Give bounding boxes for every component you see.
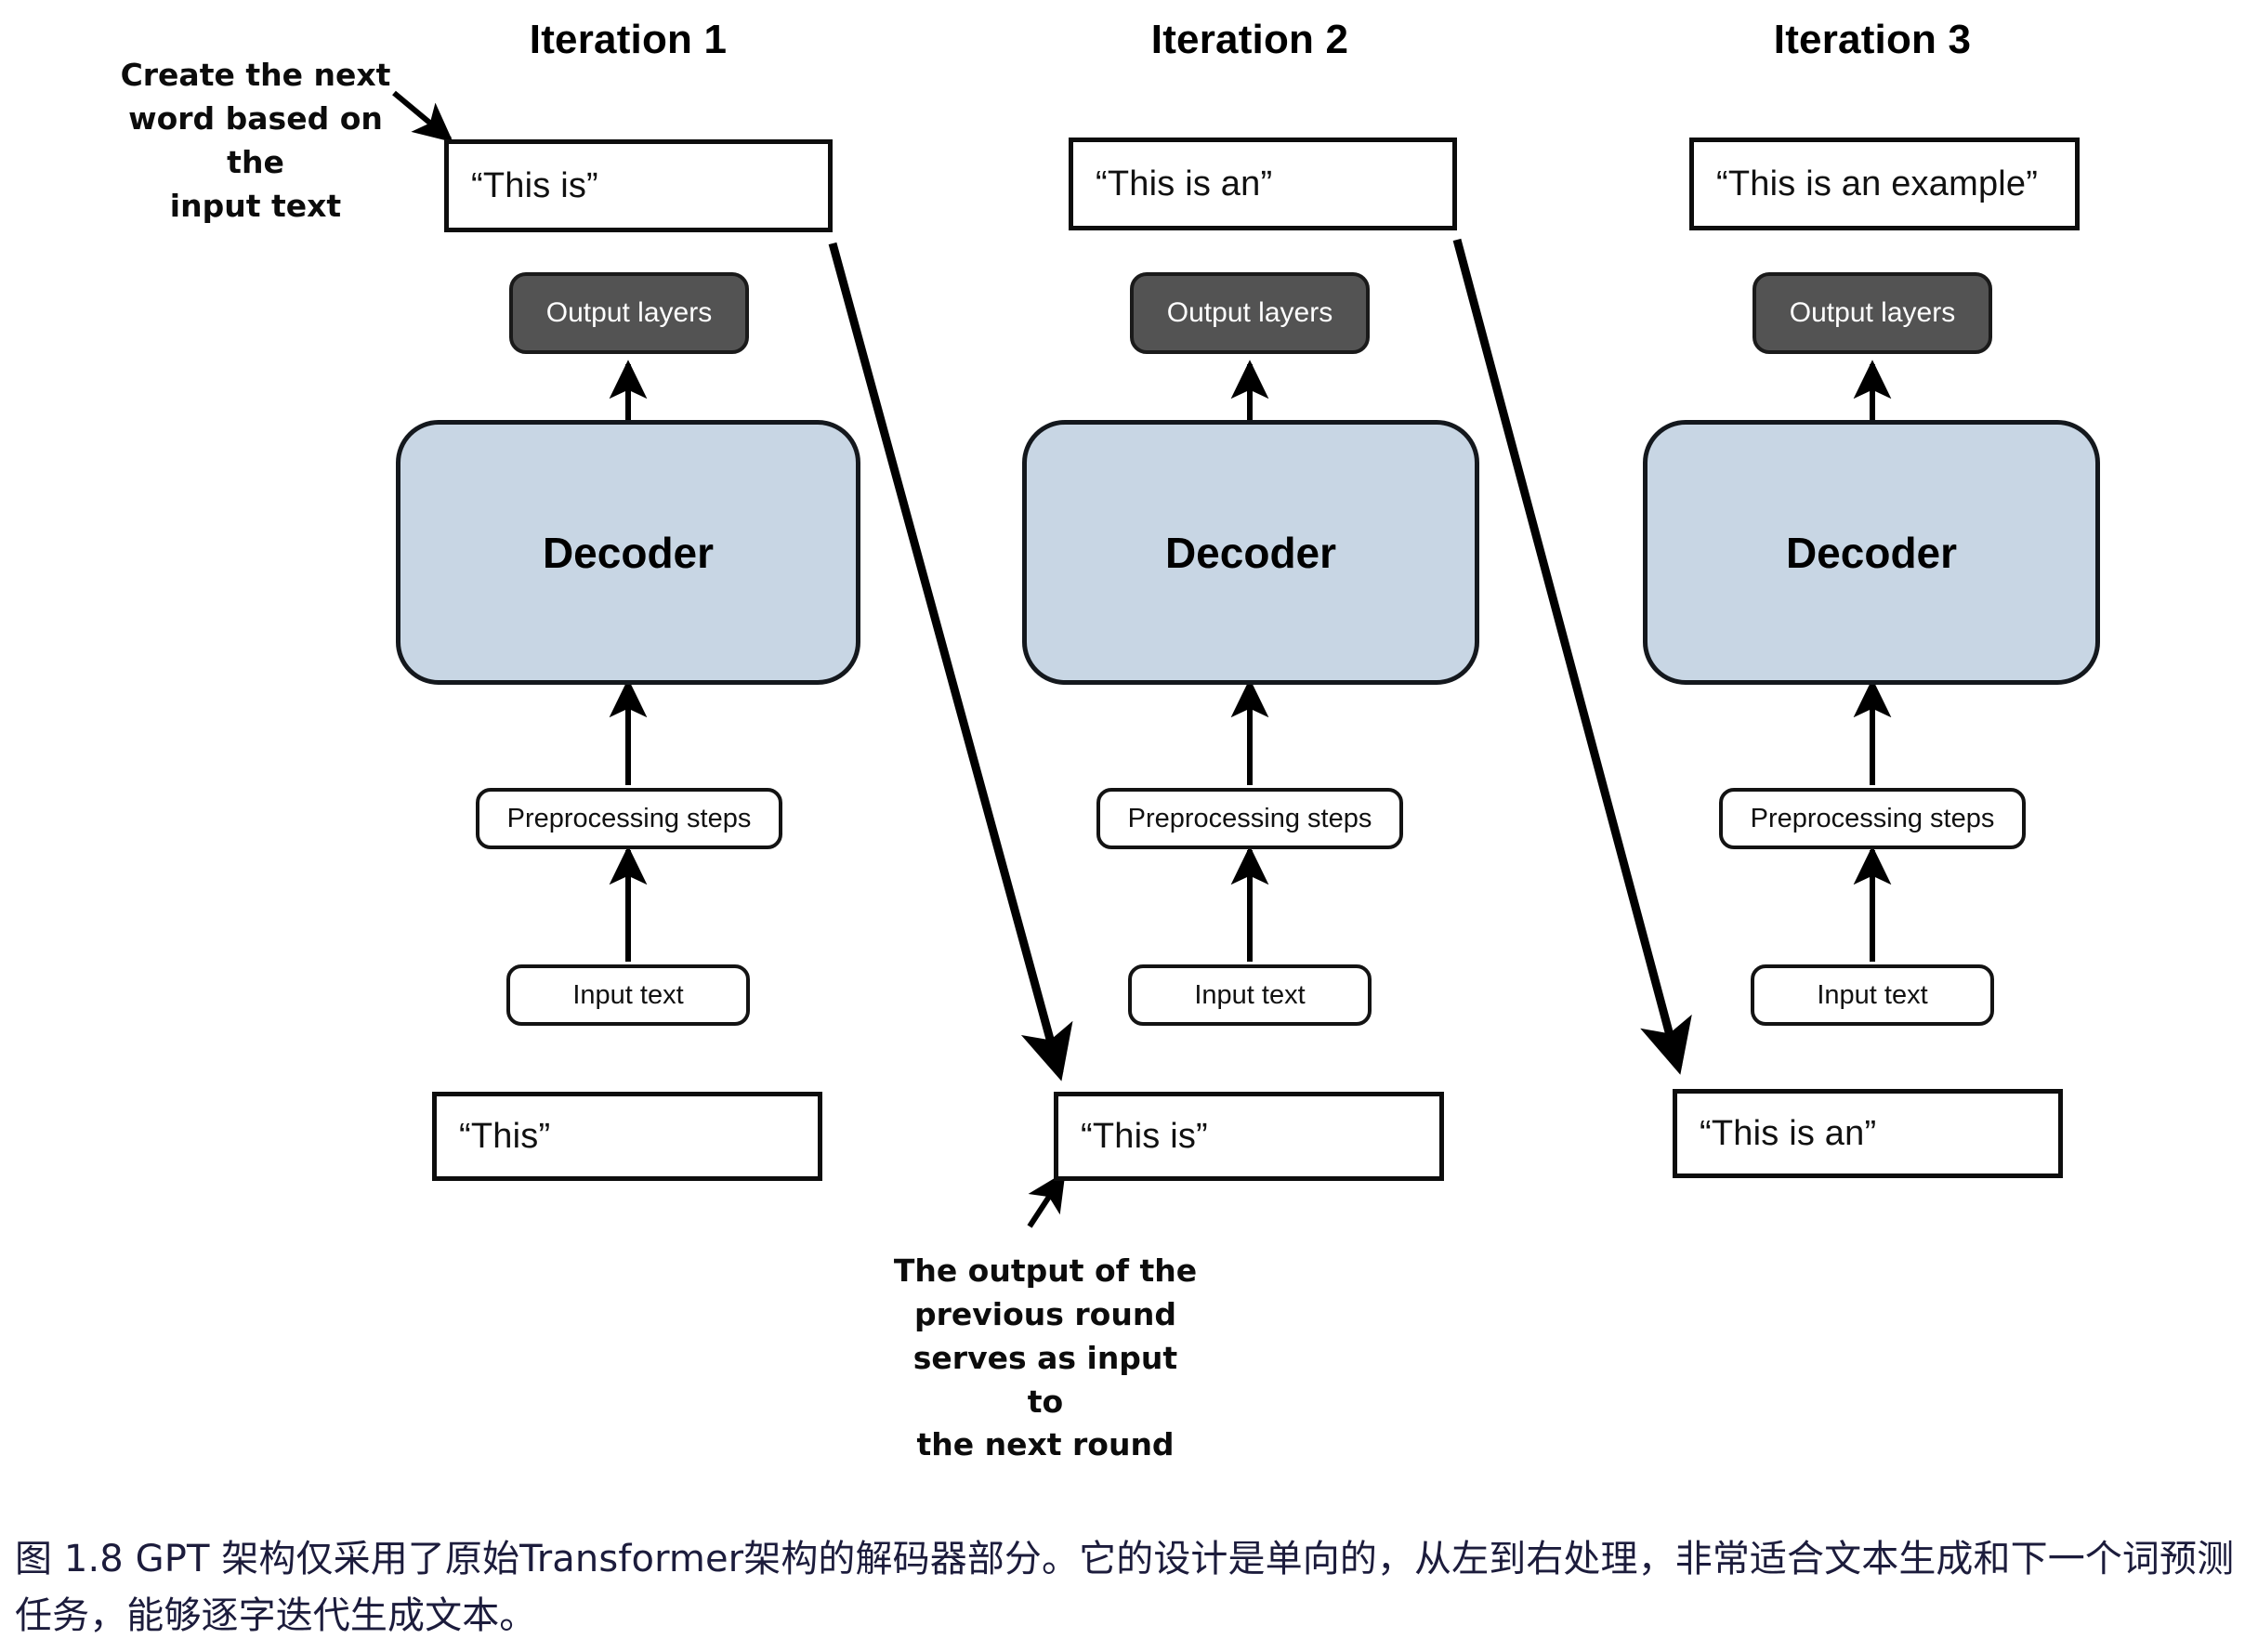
output-sentence-box-1: “This is”: [444, 139, 833, 232]
figure-caption: 图 1.8 GPT 架构仅采用了原始Transformer架构的解码器部分。它的…: [15, 1538, 2235, 1637]
column-title-iteration-2: Iteration 2: [1150, 17, 1349, 62]
callout-output-serves-as-input: The output of the previous round serves …: [893, 1252, 1198, 1463]
preprocessing-steps-box-2: Preprocessing steps: [1096, 788, 1403, 849]
decoder-box-2: Decoder: [1022, 420, 1479, 685]
callout-create-next-word: Create the next word based on the input …: [120, 57, 391, 224]
input-text-box-3: Input text: [1751, 964, 1994, 1026]
arrow-callout-bottom: [1027, 1171, 1066, 1228]
preprocessing-steps-box-3: Preprocessing steps: [1719, 788, 2026, 849]
column-title-iteration-1: Iteration 1: [529, 17, 728, 62]
preprocessing-steps-box-1: Preprocessing steps: [476, 788, 782, 849]
output-layers-box-3: Output layers: [1753, 272, 1992, 354]
decoder-box-3: Decoder: [1643, 420, 2100, 685]
output-sentence-box-3: “This is an example”: [1689, 138, 2080, 230]
input-text-box-2: Input text: [1128, 964, 1372, 1026]
output-layers-box-1: Output layers: [509, 272, 749, 354]
output-layers-box-2: Output layers: [1130, 272, 1370, 354]
input-sentence-box-3: “This is an”: [1673, 1089, 2063, 1178]
input-text-box-1: Input text: [506, 964, 750, 1026]
input-sentence-box-1: “This”: [432, 1092, 822, 1181]
output-sentence-box-2: “This is an”: [1069, 138, 1457, 230]
decoder-box-1: Decoder: [396, 420, 860, 685]
column-title-iteration-3: Iteration 3: [1773, 17, 1972, 62]
input-sentence-box-2: “This is”: [1054, 1092, 1444, 1181]
